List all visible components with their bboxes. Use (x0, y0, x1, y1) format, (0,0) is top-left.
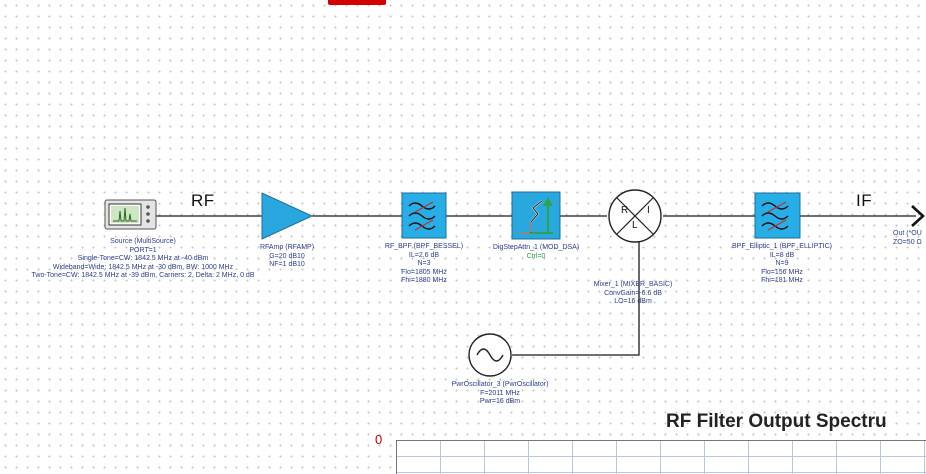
out-label: Out (*OU ZO=50 Ω (893, 230, 926, 247)
signal-label-rf: RF (191, 191, 215, 210)
mixer-port-l: L (632, 220, 638, 231)
source-two-tone: Two-Tone=CW: 1842.5 MHz at -39 dBm, Carr… (31, 272, 255, 280)
dsa-label: DigStepAttn_1 (MOD_DSA) Ctrl=0 (484, 244, 588, 261)
rf-bpf-flo: Flo=1805 MHz (401, 268, 447, 276)
dsa-name: DigStepAttn_1 (MOD_DSA) (492, 244, 580, 251)
rfamp-nf: NF=1 dB10 (269, 261, 305, 269)
oscillator-block[interactable] (468, 333, 512, 377)
rfamp-label: RFAmp (RFAMP) G=20 dB10 NF=1 dB10 (247, 244, 327, 270)
title-stroke (328, 0, 386, 5)
bpf-elliptic-name: BPF_Elliptic_1 (BPF_ELLIPTIC) (732, 243, 832, 250)
signal-label-if: IF (856, 191, 873, 210)
dsa-ctrl: Ctrl=0 (526, 252, 546, 260)
rf-bpf-order: N=3 (417, 260, 431, 268)
rf-bpf-fhi: Fhi=1880 MHz (401, 277, 447, 285)
mixer-gain: ConvGain=-6.6 dB (604, 289, 662, 297)
bpf-elliptic-flo: Flo=156 MHz (761, 268, 803, 276)
rf-bpf-block[interactable] (401, 192, 447, 239)
oscillator-power: Pwr=16 dBm (479, 398, 521, 406)
bpf-elliptic-il: IL=8 dB (769, 251, 795, 259)
mixer-port-i: I (647, 205, 650, 216)
bpf-elliptic-label: BPF_Elliptic_1 (BPF_ELLIPTIC) IL=8 dB N=… (728, 243, 836, 286)
rf-bpf-name: RF_BPF (BPF_BESSEL) (384, 243, 464, 250)
slide-title-fragment (0, 0, 926, 12)
mixer-lo: LO=16 dBm (614, 298, 652, 306)
output-port[interactable] (911, 205, 925, 227)
source-wideband: Wideband=Wide: 1842.5 MHz at -30 dBm, BW… (52, 263, 234, 271)
source-label: Source (MultiSource) PORT=1 Single-Tone=… (12, 238, 274, 281)
source-single-tone: Single-Tone=CW: 1842.5 MHz at -40 dBm (77, 255, 209, 263)
oscillator-freq: F=2011 MHz (480, 389, 520, 397)
mixer-block[interactable] (608, 189, 662, 243)
dsa-block[interactable] (511, 191, 561, 240)
rfamp-gain: G=20 dB10 (269, 252, 305, 260)
source-name: Source (MultiSource) (110, 238, 176, 245)
mixer-port-r: R (621, 205, 629, 216)
rfamp-name: RFAmp (RFAMP) (259, 244, 315, 251)
oscillator-name: PwrOscillator_3 (PwrOscillator) (451, 381, 549, 388)
wire-oscillator-mixer (512, 240, 640, 356)
mixer-label: Mixer_1 (MIXER_BASIC) ConvGain=-6.6 dB L… (581, 281, 685, 307)
plot-title: RF Filter Output Spectru (666, 411, 887, 432)
rf-bpf-il: IL=2.6 dB (408, 251, 440, 259)
bpf-elliptic-order: N=9 (775, 260, 789, 268)
plot-y-tick: 0 (375, 432, 383, 447)
rfamp-block[interactable] (261, 192, 314, 240)
out-impedance: ZO=50 Ω (893, 238, 922, 246)
spectrum-plot-area[interactable] (396, 440, 926, 474)
out-name: Out (*OU (893, 230, 922, 237)
bpf-elliptic-fhi: Fhi=181 MHz (761, 277, 803, 285)
wires (156, 215, 916, 356)
bpf-elliptic-block[interactable] (754, 192, 801, 239)
rf-bpf-label: RF_BPF (BPF_BESSEL) IL=2.6 dB N=3 Flo=18… (378, 243, 470, 286)
mixer-name: Mixer_1 (MIXER_BASIC) (593, 281, 673, 288)
oscillator-label: PwrOscillator_3 (PwrOscillator) F=2011 M… (440, 381, 560, 407)
source-block[interactable] (104, 199, 157, 230)
source-port: PORT=1 (129, 246, 157, 254)
